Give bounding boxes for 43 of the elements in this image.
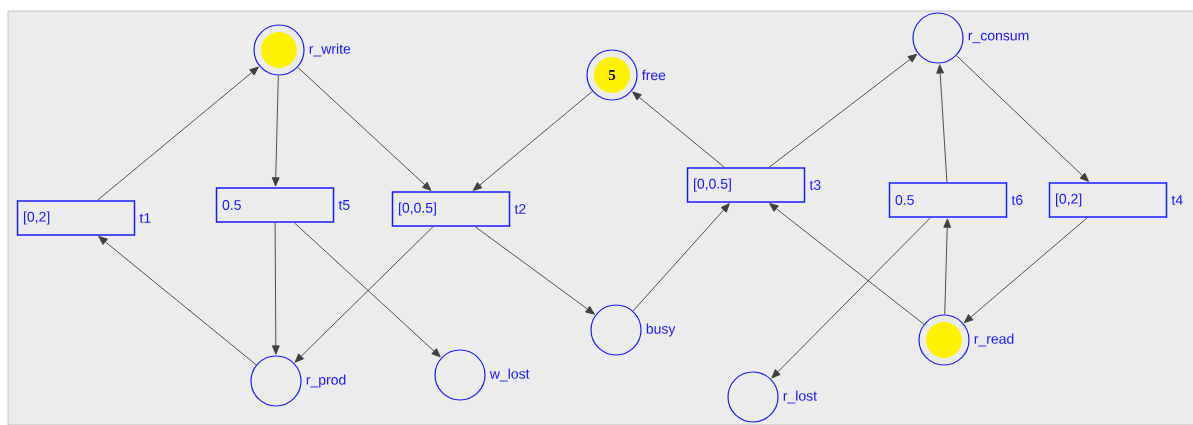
name-label: t6 <box>1011 195 1023 205</box>
name-label: busy <box>646 323 676 337</box>
arrow <box>943 218 952 315</box>
place-circle <box>253 24 305 76</box>
transition-box: 0.5 <box>215 187 335 223</box>
place-circle <box>590 304 642 356</box>
name-label: r_prod <box>306 374 346 388</box>
place-circle <box>434 349 486 401</box>
arrow <box>297 66 432 191</box>
transition-box: [0,2] <box>1048 182 1168 218</box>
name-label: t1 <box>139 213 151 223</box>
arrow <box>632 203 730 312</box>
place-circle <box>912 12 964 64</box>
arrow <box>956 55 1089 182</box>
arrow <box>632 91 725 168</box>
arrow <box>98 236 257 366</box>
place-circle <box>918 314 970 366</box>
name-label: t2 <box>514 204 526 214</box>
name-label: r_lost <box>783 390 817 404</box>
arrow <box>771 217 931 379</box>
place-circle <box>727 371 779 423</box>
arrow <box>474 226 595 315</box>
name-label: t4 <box>1171 195 1183 205</box>
name-label: t5 <box>338 200 350 210</box>
name-label: r_write <box>309 43 351 57</box>
arrow <box>271 75 280 187</box>
transition-box: [0,0.5] <box>686 167 806 203</box>
name-label: free <box>642 69 666 81</box>
arrow <box>936 64 948 183</box>
transition-box: 0.5 <box>888 182 1008 218</box>
name-label: w_lost <box>489 368 530 382</box>
place-circle <box>250 355 302 407</box>
name-label: t3 <box>809 180 821 190</box>
arrow <box>271 222 280 355</box>
transition-box: [0,0.5] <box>391 191 511 227</box>
name-label: r_consum <box>968 32 1029 44</box>
arrow <box>769 203 925 325</box>
arrow <box>472 90 593 191</box>
arrow <box>97 66 259 201</box>
arrow <box>768 53 918 168</box>
name-label: r_read <box>974 333 1014 347</box>
arrow <box>963 217 1088 324</box>
transition-box: [0,2] <box>16 200 136 236</box>
